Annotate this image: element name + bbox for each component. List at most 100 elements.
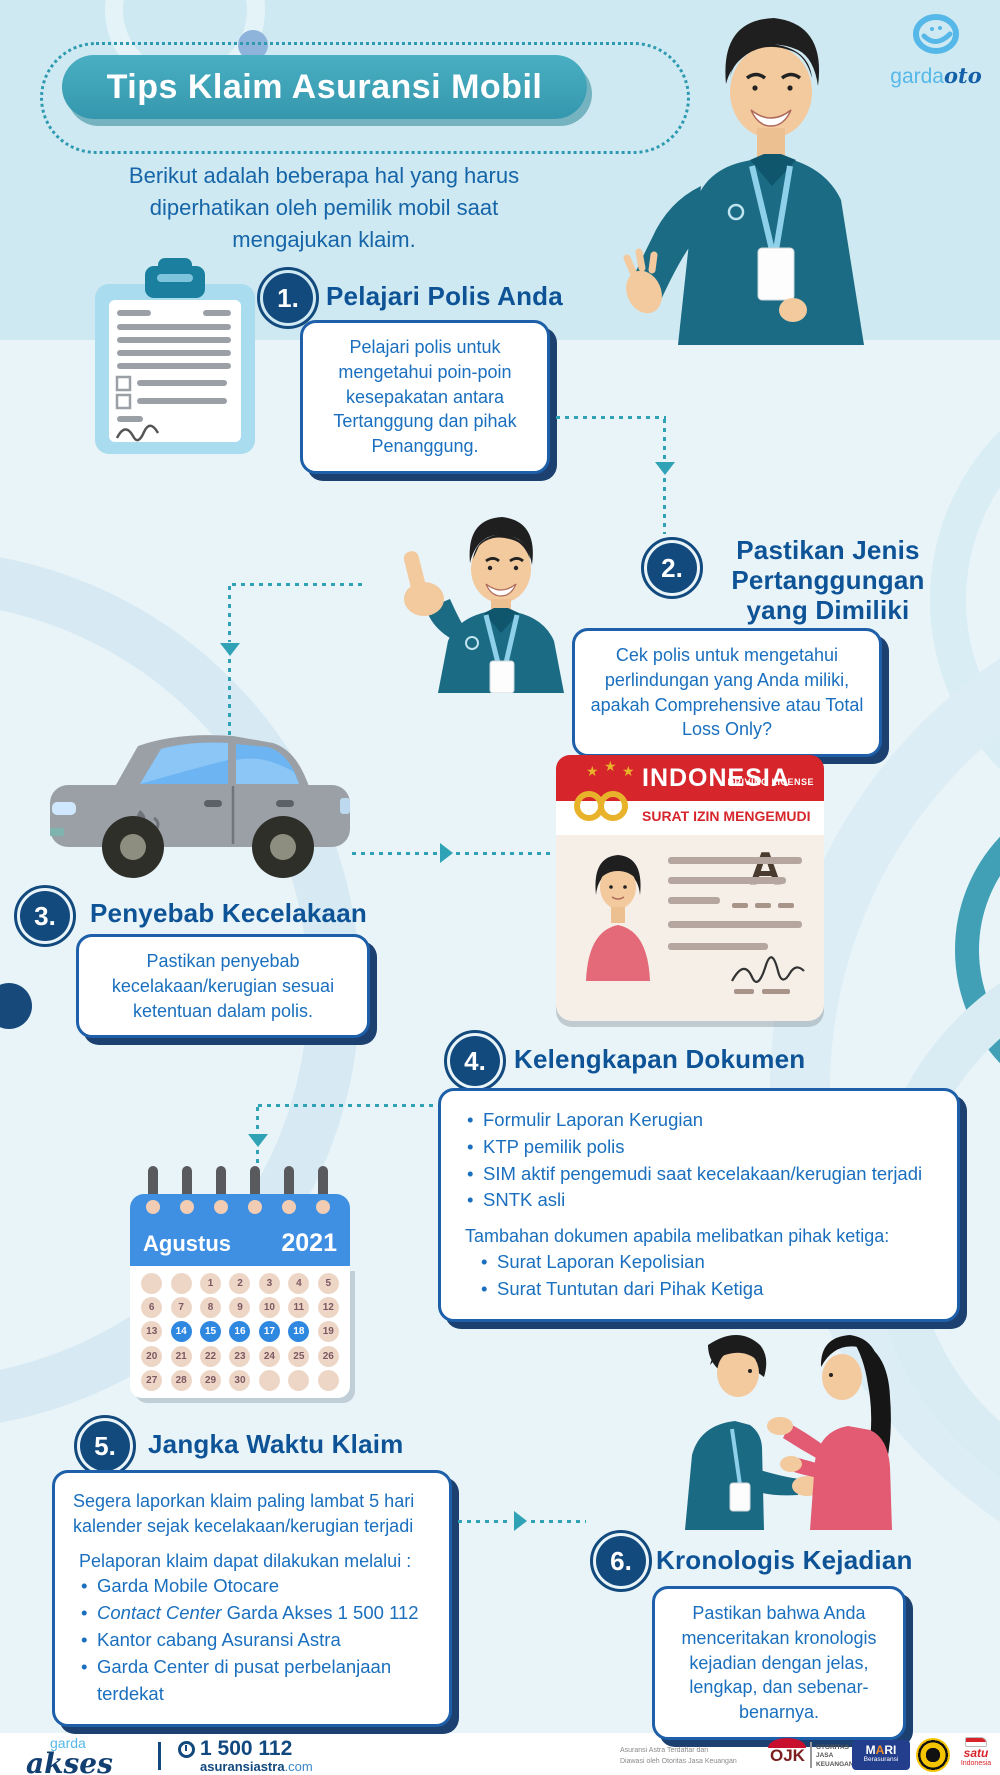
step-2-badge: 2. — [641, 537, 703, 599]
connector-4-horizontal — [258, 1104, 438, 1107]
footer-regulatory-note: Asuransi Astra Terdaftar dan Diawasi ole… — [620, 1746, 766, 1767]
ojk-line2: JASA — [816, 1752, 834, 1760]
calendar-hole — [214, 1200, 228, 1214]
license-signature — [731, 956, 805, 994]
step-6-number: 6. — [596, 1536, 646, 1586]
connector-2-arrow — [220, 643, 240, 656]
step-5-title: Jangka Waktu Klaim — [148, 1429, 404, 1459]
clock-phone-icon — [178, 1741, 195, 1758]
garda-oto-logo: gardaoto — [878, 12, 994, 89]
license-photo — [586, 855, 650, 981]
calendar-day-28: 28 — [170, 1369, 192, 1391]
calendar-day-7: 7 — [170, 1297, 192, 1319]
step-5-list-heading: Pelaporan klaim dapat dilakukan melalui … — [79, 1550, 412, 1571]
step-4-box: Formulir Laporan Kerugian KTP pemilik po… — [438, 1088, 960, 1322]
step-4-subheading: Tambahan dokumen apabila melibatkan piha… — [465, 1226, 890, 1247]
license-line — [668, 897, 720, 904]
calendar-day-9: 9 — [229, 1297, 251, 1319]
document-item: Formulir Laporan Kerugian — [465, 1107, 933, 1134]
calendar-day-27: 27 — [141, 1369, 163, 1391]
policy-clipboard-illustration — [95, 258, 255, 454]
mari-sub: Berasuransi — [863, 1756, 899, 1764]
calendar-day-6: 6 — [141, 1297, 163, 1319]
step-3-title: Penyebab Kecelakaan — [90, 898, 367, 928]
calendar-day-11: 11 — [288, 1297, 310, 1319]
document-item: KTP pemilik polis — [465, 1134, 933, 1161]
damaged-car-illustration — [50, 735, 350, 878]
connector-3-horizontal-2 — [456, 852, 552, 855]
calendar-hole — [180, 1200, 194, 1214]
calendar-day-23: 23 — [229, 1345, 251, 1367]
license-star: ★ — [586, 763, 599, 779]
thumbs-up-agent-illustration — [403, 517, 564, 693]
license-line — [668, 857, 802, 864]
page-subtitle: Berikut adalah beberapa hal yang harus d… — [128, 163, 520, 252]
calendar-day-empty — [170, 1273, 192, 1295]
license-line — [668, 943, 768, 950]
calendar-day-19: 19 — [317, 1321, 339, 1343]
step-6-badge: 6. — [590, 1530, 652, 1592]
title-dotted-outline — [40, 42, 690, 154]
footer-divider — [158, 1742, 161, 1770]
mari-person-icon: A — [875, 1743, 885, 1757]
calendar-day-12: 12 — [317, 1297, 339, 1319]
mari-m: M — [865, 1743, 876, 1757]
calendar-day-empty — [258, 1369, 280, 1391]
calendar-hole — [248, 1200, 262, 1214]
license-type-label: DRIVING LICENSE — [727, 777, 814, 787]
calendar-day-10: 10 — [258, 1297, 280, 1319]
connector-5-horizontal — [458, 1520, 512, 1523]
connector-2-vertical — [228, 586, 231, 642]
step-1-box: Pelajari polis untuk mengetahui poin-poi… — [300, 320, 550, 475]
license-header — [556, 755, 824, 801]
footer-garda-text: garda — [50, 1735, 86, 1751]
connector-2-vertical-2 — [228, 659, 231, 747]
logo-oto-text: oto — [944, 63, 982, 88]
calendar-day-29: 29 — [200, 1369, 222, 1391]
connector-5-horizontal-2 — [531, 1520, 586, 1523]
ojk-swoosh — [768, 1738, 806, 1748]
step-2-box: Cek polis untuk mengetahui perlindungan … — [572, 628, 882, 758]
calendar-pin — [284, 1166, 294, 1208]
connector-4-vertical — [256, 1107, 259, 1133]
calendar-pin — [148, 1166, 158, 1208]
ojk-bar — [810, 1742, 812, 1768]
driving-license-illustration: ★ ★ ★ INDONESIA DRIVING LICENSE SURAT IZ… — [556, 755, 824, 1021]
calendar-day-empty — [317, 1369, 339, 1391]
satu-indonesia-logo: satu Indonesia — [954, 1737, 998, 1767]
mari-ri: RI — [884, 1743, 897, 1757]
calendar-day-25: 25 — [288, 1345, 310, 1367]
calendar-day-16: 16 — [229, 1321, 251, 1343]
footer-note-line2: Diawasi oleh Otoritas Jasa Keuangan — [620, 1757, 737, 1765]
connector-4-arrow — [248, 1134, 268, 1147]
calendar-day-15: 15 — [200, 1321, 222, 1343]
calendar-day-empty — [141, 1273, 163, 1295]
footer-phone: 1 500 112 — [200, 1737, 293, 1760]
page-title-pill: Tips Klaim Asuransi Mobil — [62, 55, 587, 119]
calendar-day-4: 4 — [288, 1273, 310, 1295]
license-class: A — [748, 842, 782, 894]
document-item: SIM aktif pengemudi saat kecelakaan/keru… — [465, 1161, 933, 1188]
calendar-day-8: 8 — [200, 1297, 222, 1319]
document-item: SNTK asli — [465, 1187, 933, 1214]
calendar-day-22: 22 — [200, 1345, 222, 1367]
footer-note-line1: Asuransi Astra Terdaftar dan — [620, 1747, 709, 1754]
step-3-number: 3. — [20, 891, 70, 941]
calendar-day-2: 2 — [229, 1273, 251, 1295]
calendar-year: 2021 — [281, 1229, 337, 1257]
calendar-day-3: 3 — [258, 1273, 280, 1295]
connector-1-arrow — [655, 462, 675, 475]
calendar-month: Agustus — [143, 1231, 231, 1256]
license-star: ★ — [622, 763, 635, 779]
ojk-logo: OJK OTORITAS JASA KEUANGAN — [768, 1738, 854, 1770]
step-5-number: 5. — [80, 1421, 130, 1471]
connector-2-horizontal — [232, 583, 366, 586]
connector-3-arrow — [440, 843, 453, 863]
calendar-day-5: 5 — [317, 1273, 339, 1295]
step-6-title: Kronologis Kejadian — [656, 1545, 913, 1575]
step-6-body: Pastikan bahwa Anda menceritakan kronolo… — [681, 1603, 877, 1723]
connector-5-arrow — [514, 1511, 527, 1531]
claim-channel: Garda Mobile Otocare — [79, 1573, 431, 1600]
